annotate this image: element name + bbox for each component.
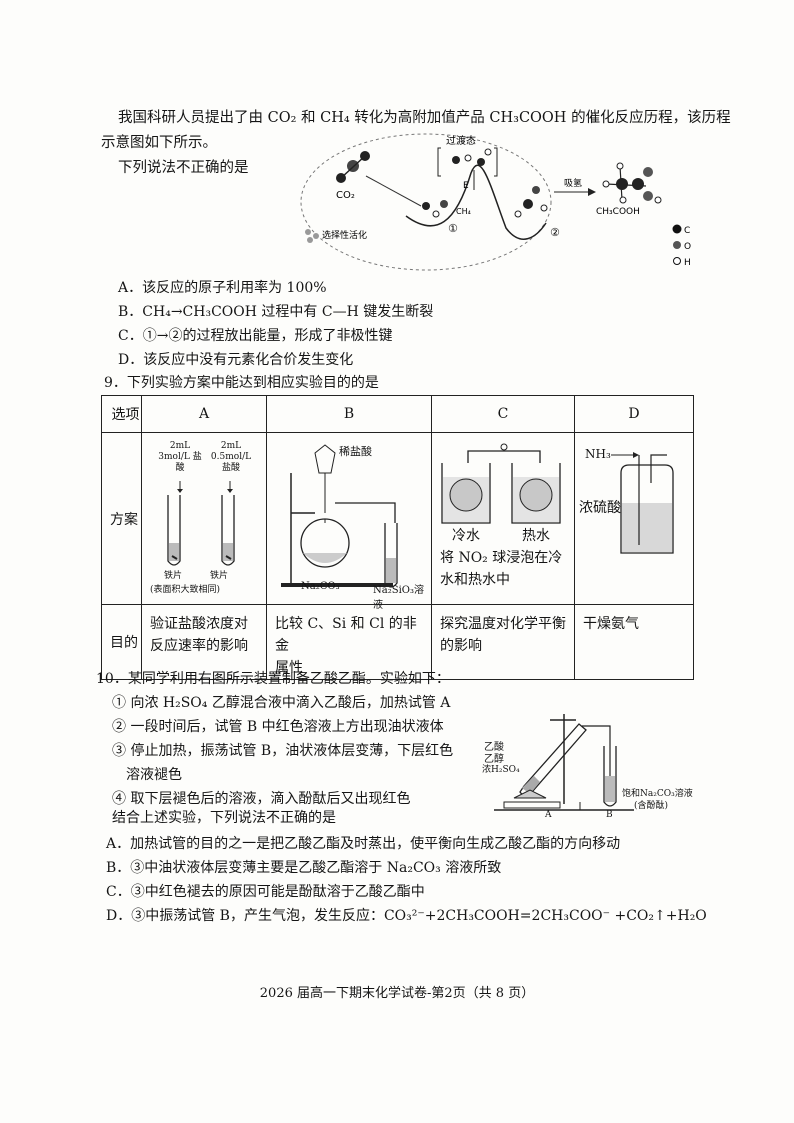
q10-step2: ② 一段时间后，试管 B 中红色溶液上方出现油状液体 — [112, 719, 444, 735]
tube-b-label: B — [606, 810, 613, 820]
reagent1-label: 乙酸 — [484, 742, 504, 753]
step1-label: ① — [448, 222, 458, 235]
plan-b-acid-label: 稀盐酸 — [339, 445, 372, 458]
table-header-row: 选项 A B C D — [101, 395, 694, 433]
plan-a-tube1-label: 2mL 3mol/L 盐酸 — [158, 441, 202, 473]
purpose-b: 比较 C、Si 和 Cl 的非金 属性 — [266, 604, 432, 680]
q10-step3: ③ 停止加热，振荡试管 B，油状液体层变薄，下层红色 — [112, 743, 454, 759]
plan-c-beakers — [441, 443, 561, 524]
plan-d-gas-washing-bottle — [611, 452, 674, 554]
purpose-c-line2: 的影响 — [440, 638, 482, 654]
plan-a-tube2-label: 2mL 0.5mol/L 盐酸 — [210, 441, 252, 473]
q10-apparatus-diagram — [494, 714, 634, 811]
q8-option-b: B．CH₄→CH₃COOH 过程中有 C—H 键发生断裂 — [118, 304, 434, 320]
plan-a-piece2-label: 铁片 — [210, 571, 229, 581]
transition-state-label: 过渡态 — [446, 134, 476, 147]
product-label: CH₃COOH — [596, 207, 640, 217]
q10-stem: 10．某同学利用右图所示装置制备乙酸乙酯。实验如下： — [96, 671, 450, 687]
q10-option-a: A．加热试管的目的之一是把乙酸乙酯及时蒸出，使平衡向生成乙酸乙酯的方向移动 — [106, 836, 621, 852]
q8-question: 下列说法不正确的是 — [118, 160, 249, 176]
plan-a-note: (表面积大致相同) — [150, 585, 221, 595]
catalyst-label: 选择性活化 — [322, 229, 367, 241]
q10-step4: ④ 取下层褪色后的溶液，滴入酚酞后又出现红色 — [112, 791, 411, 807]
purpose-b-line2: 属性 — [275, 660, 303, 676]
table-plan-row: 方案 2mL 3mol/L 盐酸 2mL 0.5mol/L 盐酸 铁片 铁片 — [101, 432, 694, 611]
q10-step1: ① 向浓 H₂SO₄ 乙醇混合液中滴入乙酸后，加热试管 A — [112, 695, 451, 711]
plan-c-cold-label: 冷水 — [452, 528, 480, 544]
legend-h-label: H — [684, 258, 691, 268]
plan-c-hot-label: 热水 — [522, 528, 550, 544]
plan-c-cell: 冷水 热水 将 NO₂ 球浸泡在冷 水和热水中 — [431, 432, 575, 605]
header-c: C — [431, 395, 575, 433]
solution-label: 饱和Na₂CO₃溶液 — [622, 789, 693, 799]
plan-c-text-line2: 水和热水中 — [440, 572, 510, 588]
indicator-label: (含酚酞) — [634, 801, 669, 811]
plan-b-tube-label: Na₂SiO₃溶液 — [373, 585, 424, 611]
plan-b-cell: 稀盐酸 Na₂CO₃ Na₂SiO₃溶液 — [266, 432, 432, 611]
purpose-d: 干燥氨气 — [574, 604, 694, 680]
plan-d-gas-label: NH₃ — [585, 447, 611, 461]
page-footer: 2026 届高一下期末化学试卷-第2页（共 8 页） — [259, 986, 535, 1001]
purpose-c: 探究温度对化学平衡 的影响 — [431, 604, 575, 680]
ch4-label: CH₄ — [456, 207, 471, 216]
plan-d-cell: NH₃ 浓硫酸 — [574, 432, 694, 605]
q9-stem: 9．下列实验方案中能达到相应实验目的的是 — [104, 375, 379, 391]
q8-intro-line2: 示意图如下所示。 — [101, 135, 217, 151]
plan-b-flask-label: Na₂CO₃ — [301, 581, 340, 592]
q9-experiment-table: 选项 A B C D 方案 2mL 3mol/L 盐酸 2mL 0.5mol/L… — [101, 395, 694, 680]
header-b: B — [266, 395, 432, 433]
q8-reaction-diagram: CO₂ 过渡态 E ① CH₄ ② 选择性活化 吸氢 — [300, 133, 691, 271]
plan-b-apparatus — [281, 444, 398, 588]
plan-a-test-tubes — [167, 481, 235, 566]
q10-option-b: B．③中油状液体层变薄主要是乙酸乙酯溶于 Na₂CO₃ 溶液所致 — [106, 860, 502, 876]
legend-c-label: C — [684, 226, 690, 236]
purpose-c-line1: 探究温度对化学平衡 — [440, 616, 566, 632]
catalyst-icon — [305, 229, 319, 243]
q8-option-a: A．该反应的原子利用率为 100% — [118, 280, 327, 296]
q10-option-c: C．③中红色褪去的原因可能是酚酞溶于乙酸乙酯中 — [106, 884, 425, 900]
q10-conclusion: 结合上述实验，下列说法不正确的是 — [112, 810, 336, 826]
plan-c-text-line1: 将 NO₂ 球浸泡在冷 — [440, 550, 563, 566]
header-a: A — [141, 395, 267, 433]
q8-option-d: D．该反应中没有元素化合价发生变化 — [118, 352, 354, 368]
energy-label: E — [463, 181, 469, 191]
q8-option-c: C．①→②的过程放出能量，形成了非极性键 — [118, 328, 393, 344]
co2-label: CO₂ — [336, 190, 355, 201]
header-d: D — [574, 395, 694, 433]
row-plan-label: 方案 — [101, 432, 142, 605]
plan-a-cell: 2mL 3mol/L 盐酸 2mL 0.5mol/L 盐酸 铁片 铁片 (表面积… — [141, 432, 267, 605]
q8-intro-line1: 我国科研人员提出了由 CO₂ 和 CH₄ 转化为高附加值产品 CH₃COOH 的… — [118, 110, 731, 126]
plan-d-liquid-label: 浓硫酸 — [579, 500, 621, 516]
purpose-b-line1: 比较 C、Si 和 Cl 的非金 — [275, 616, 417, 654]
purpose-a: 验证盐酸浓度对 反应速率的影响 — [141, 604, 267, 680]
purpose-d-line1: 干燥氨气 — [583, 616, 639, 632]
hydrogen-label: 吸氢 — [564, 177, 582, 189]
plan-a-piece1-label: 铁片 — [164, 571, 183, 581]
reagent3-label: 浓H₂SO₄ — [482, 765, 520, 775]
table-purpose-row: 目的 验证盐酸浓度对 反应速率的影响 比较 C、Si 和 Cl 的非金 属性 探… — [101, 604, 694, 680]
purpose-a-line1: 验证盐酸浓度对 — [150, 616, 248, 632]
purpose-a-line2: 反应速率的影响 — [150, 638, 248, 654]
q10-option-d: D．③中振荡试管 B，产生气泡，发生反应：CO₃²⁻+2CH₃COOH=2CH₃… — [106, 908, 707, 924]
legend-o-label: O — [684, 242, 691, 252]
co2-molecule-icon — [336, 151, 370, 183]
tube-a-label: A — [545, 810, 552, 820]
row-purpose-label: 目的 — [101, 604, 142, 680]
step2-label: ② — [550, 226, 560, 239]
q10-step3-cont: 溶液褪色 — [126, 767, 182, 783]
reagent2-label: 乙醇 — [484, 754, 504, 765]
header-option: 选项 — [101, 395, 142, 433]
acetic-acid-molecule-icon — [602, 162, 662, 204]
